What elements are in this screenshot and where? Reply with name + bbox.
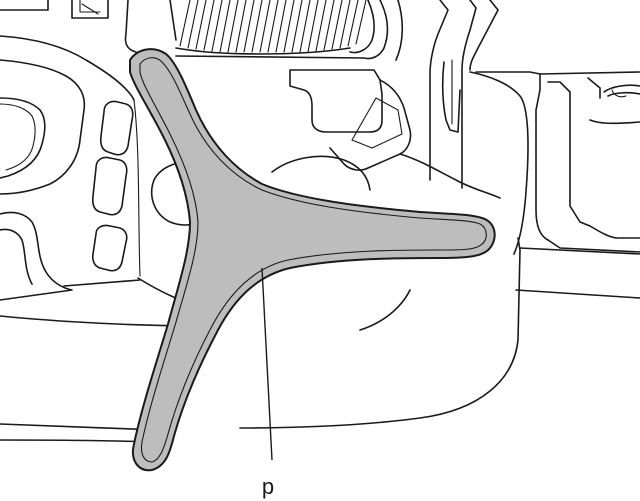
- callout-label: p: [262, 474, 274, 499]
- callout-p: p: [261, 267, 274, 499]
- star-handle: [129, 48, 496, 472]
- callout-leader-line: [261, 267, 273, 461]
- star-handle-outline: [129, 48, 496, 472]
- cooling-fins: [179, 0, 367, 53]
- star-handle-inner-rim: [139, 57, 487, 463]
